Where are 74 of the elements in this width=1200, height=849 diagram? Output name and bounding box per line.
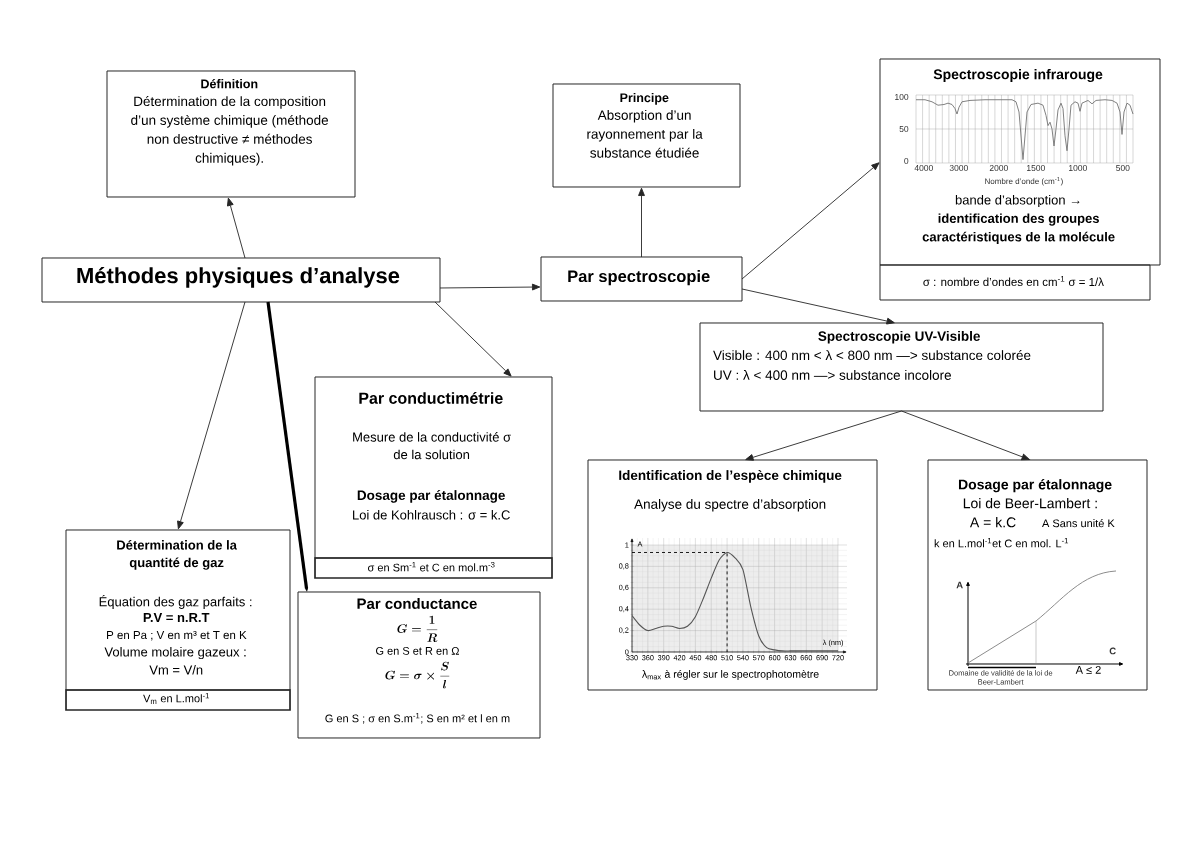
body-text: λ$_{max}$ à régler sur le spectrophotomètre bbox=[642, 670, 819, 680]
concept-box bbox=[927, 459, 1148, 691]
title-box bbox=[41, 257, 441, 303]
arrow bbox=[227, 197, 246, 259]
body-text: Équation des gaz parfaits : bbox=[99, 595, 252, 609]
concept-box bbox=[540, 256, 743, 302]
body-text: σ en Sm$^{-1}$ et C en mol.m$^{-3}$ bbox=[368, 562, 495, 572]
arrow bbox=[266, 301, 309, 592]
body-text: A = k.C bbox=[969, 517, 1016, 528]
tick-label: 4000 bbox=[914, 165, 933, 171]
body-text: Loi de Kohlrausch : σ = k.C bbox=[353, 510, 510, 520]
body-text: P en Pa ; V en m³ et T en K bbox=[107, 631, 247, 641]
arrow bbox=[434, 301, 512, 377]
heading: Par conductimétrie bbox=[359, 392, 503, 404]
tick-label: 1000 bbox=[1069, 165, 1087, 171]
note-box bbox=[65, 689, 291, 711]
body-text: Visible : 400 nm < λ < 800 nm —> substance colorée bbox=[713, 350, 1031, 361]
axis-title: Nombre d’onde (cm$^{-1}$) bbox=[985, 177, 1063, 186]
arrow bbox=[439, 283, 541, 291]
heading: Spectroscopie UV-Visible bbox=[818, 331, 980, 344]
body-text: σ : nombre d’ondes en cm$^{-1}$ σ = 1/λ bbox=[923, 276, 1104, 286]
body-text: Volume molaire gazeux : bbox=[104, 647, 246, 660]
body-text: Analyse du spectre d’absorption bbox=[634, 499, 826, 512]
axis-label: C bbox=[1109, 647, 1116, 655]
body-text: UV : λ < 400 nm —> substance incolore bbox=[714, 370, 951, 380]
body-text: Absorption d’un rayonnement par la substance étudiée bbox=[587, 110, 703, 158]
body-text: Détermination de la composition d’un système chimique (méthode non destructive ≠ méthodes chimiques). bbox=[131, 96, 329, 166]
tick-label: 100 bbox=[895, 94, 909, 100]
arrow bbox=[638, 187, 645, 258]
arrow bbox=[901, 410, 1030, 461]
body-text: G en S ; σ en S.m$^{-1}$; S en m² et l en m bbox=[325, 713, 510, 724]
heading: Identification de l’espèce chimique bbox=[619, 470, 842, 483]
concept-box bbox=[65, 529, 291, 691]
axis-label: A bbox=[956, 581, 963, 589]
arrow bbox=[741, 162, 880, 280]
concept-box bbox=[314, 376, 553, 559]
body-text: Vm = V/n bbox=[149, 665, 203, 675]
concept-box bbox=[699, 322, 1104, 412]
tick-label: 3000 bbox=[949, 165, 968, 171]
concept-box bbox=[297, 591, 541, 739]
concept-box bbox=[552, 83, 741, 188]
tick-label: 50 bbox=[899, 126, 909, 132]
arrow bbox=[741, 288, 895, 325]
arrow bbox=[177, 301, 246, 530]
title: Par spectroscopie bbox=[568, 270, 710, 286]
heading: Spectroscopie infrarouge bbox=[933, 69, 1103, 83]
tick-label: 500 bbox=[1116, 165, 1130, 171]
body-text: P.V = n.R.T bbox=[143, 613, 210, 622]
body-text: bande d’absorption → identification des groupes caractéristiques de la molécule bbox=[922, 195, 1115, 245]
body-text: A ≤ 2 bbox=[1075, 666, 1101, 674]
formula: $G = \dfrac{1}{R}$ bbox=[397, 615, 438, 642]
heading: Définition bbox=[201, 79, 258, 89]
title: Méthodes physiques d’analyse bbox=[77, 267, 400, 288]
tick-label: 2000 bbox=[989, 165, 1008, 171]
tick-label: 1500 bbox=[1027, 165, 1045, 171]
arrow bbox=[745, 410, 902, 461]
heading: Par conductance bbox=[357, 598, 477, 609]
body-text: A Sans unité K bbox=[1042, 519, 1115, 528]
body-text: k en L.mol$^{-1}$et C en mol. L$^{-1}$ bbox=[934, 538, 1069, 548]
concept-box bbox=[106, 70, 356, 198]
concept-box bbox=[879, 58, 1161, 266]
tick-label: 0 bbox=[904, 158, 909, 164]
note-box bbox=[314, 557, 553, 579]
heading: Détermination de la quantité de gaz bbox=[117, 540, 237, 570]
body-text: Mesure de la conductivité σ de la solution bbox=[353, 432, 511, 460]
formula: $G = \sigma \times \dfrac{S}{l}$ bbox=[385, 661, 450, 689]
heading: Principe bbox=[620, 93, 669, 105]
body-text: G en S et R en Ω bbox=[376, 647, 459, 655]
body-text: Loi de Beer-Lambert : bbox=[963, 498, 1097, 509]
concept-box bbox=[587, 459, 878, 691]
heading: Dosage par étalonnage bbox=[959, 479, 1112, 493]
heading: Dosage par étalonnage bbox=[357, 490, 505, 503]
body-text: V$_{m}$ en L.mol$^{-1}$ bbox=[143, 693, 210, 704]
note-box bbox=[879, 264, 1151, 301]
